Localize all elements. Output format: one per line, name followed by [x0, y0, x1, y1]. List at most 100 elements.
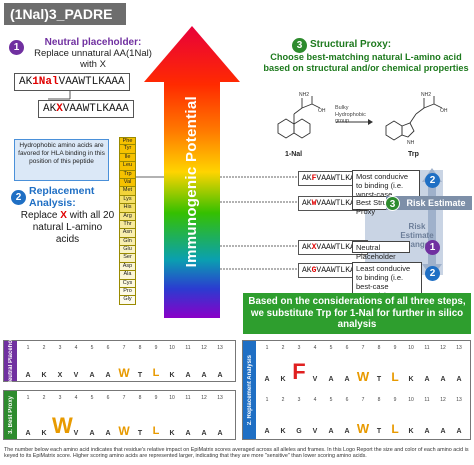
logo-side-label: 2. Replacement Analysis	[243, 341, 256, 439]
logo-position-number: 1	[265, 397, 269, 403]
svg-text:OH: OH	[318, 108, 326, 114]
amino-acid-cell: Cys	[119, 279, 136, 289]
conclusion-box: Based on the considerations of all three…	[243, 293, 471, 334]
logo-position-number: 10	[169, 395, 175, 401]
logo-residue: A	[328, 428, 334, 435]
logo-position-number: 2	[281, 397, 285, 403]
logo-side-label: 3. Best Proxy	[4, 391, 17, 439]
amino-acid-cell: Trp	[119, 170, 136, 179]
logo-position-number: 5	[329, 345, 333, 351]
logo-residue: A	[328, 376, 334, 383]
amino-acid-cell: Asp	[119, 262, 136, 272]
logo-residue: K	[41, 372, 47, 379]
logo-residue: K	[280, 428, 286, 435]
logo-residue: K	[408, 428, 414, 435]
amino-acid-cell: Met	[119, 187, 136, 196]
logo-residue: L	[152, 367, 160, 379]
logo-position-number: 10	[169, 345, 175, 351]
logo-residue: K	[280, 376, 286, 383]
logo-position-number: 13	[456, 345, 462, 351]
logo-residue: K	[169, 430, 175, 437]
logo-residue: A	[201, 430, 207, 437]
scenario-proxy-seq: AKWVAAWTLKAAA	[298, 196, 369, 211]
logo-residue: A	[105, 372, 111, 379]
logo-residue: W	[118, 366, 130, 380]
logo-position-number: 3	[297, 397, 301, 403]
step2-heading: Replacement Analysis:	[29, 185, 95, 209]
scenario-worst-seq: AKFVAAWTLKAAA	[298, 171, 369, 186]
logo-residue: A	[424, 428, 430, 435]
logo-position-number: 8	[138, 395, 142, 401]
logo-residue: A	[185, 430, 191, 437]
logo-position-number: 8	[138, 345, 142, 351]
logo-position-number: 9	[154, 395, 158, 401]
logo-position-number: 5	[90, 395, 94, 401]
logo-position-number: 1	[265, 345, 269, 351]
risk-range-arrow	[422, 168, 442, 278]
amino-acid-cell: Gly	[119, 296, 136, 305]
step3-badge: 3	[292, 38, 307, 53]
logo-residue: K	[408, 376, 414, 383]
logo-residue: K	[41, 430, 47, 437]
trp-structure-icon	[385, 96, 443, 141]
amino-acid-cell: His	[119, 204, 136, 213]
amino-acid-cell: Thr	[119, 220, 136, 230]
logo-residue: V	[312, 376, 318, 383]
logo-position-number: 9	[393, 397, 397, 403]
svg-text:OH: OH	[440, 108, 448, 114]
logo-position-number: 13	[217, 395, 223, 401]
logo-position-number: 2	[42, 395, 46, 401]
mol-right-label: Trp	[408, 151, 419, 158]
logo-residue: A	[217, 430, 223, 437]
molecule-note: Bulky Hydrophobic group	[335, 105, 366, 124]
logo-position-number: 12	[201, 345, 207, 351]
scenario-best-seq: AKGVAAWTLKAAA	[298, 263, 369, 278]
logo-residue: L	[152, 425, 160, 437]
logo-position-number: 6	[345, 397, 349, 403]
logo-residue: L	[391, 422, 399, 436]
logo-position-number: 12	[440, 397, 446, 403]
logo-residue: A	[201, 372, 207, 379]
scenario-neutral-desc: Neutral Placeholder	[352, 241, 410, 261]
logo-position-number: 9	[393, 345, 397, 351]
logo-residue: K	[169, 372, 175, 379]
logo-position-number: 6	[106, 395, 110, 401]
logo-residue: V	[312, 428, 318, 435]
svg-text:NH2: NH2	[299, 92, 309, 98]
logo-residue: A	[264, 376, 270, 383]
logo-position-number: 5	[329, 397, 333, 403]
amino-acid-cell: Phe	[119, 137, 136, 146]
logo-position-number: 1	[26, 345, 30, 351]
logo-position-number: 7	[122, 395, 126, 401]
amino-acid-cell: Ile	[119, 153, 136, 163]
svg-text:NH2: NH2	[421, 92, 431, 98]
logo-position-number: 4	[313, 397, 317, 403]
risk-estimate-label: Risk Estimate	[386, 196, 472, 210]
logo-residue: T	[137, 430, 143, 437]
logo-residue: X	[57, 372, 63, 379]
logo-position-number: 1	[26, 395, 30, 401]
logo-residue: W	[118, 424, 130, 438]
amino-acid-cell: Asn	[119, 229, 136, 238]
nal-structure-icon	[277, 96, 321, 139]
scenario-neutral-badge: 1	[425, 240, 440, 255]
logo-position-number: 7	[361, 345, 365, 351]
logo-position-number: 10	[408, 345, 414, 351]
logo-residue: A	[440, 376, 446, 383]
logo-position-number: 8	[377, 345, 381, 351]
page-title: (1Nal)3_PADRE	[4, 3, 126, 25]
step1-text: Replace unnatural AA(1Nal) with X	[34, 48, 152, 70]
logo-residue: A	[105, 430, 111, 437]
logo-residue: T	[137, 372, 143, 379]
logo-position-number: 11	[185, 345, 191, 351]
logo-residue: V	[73, 372, 79, 379]
logo-position-number: 4	[74, 345, 78, 351]
